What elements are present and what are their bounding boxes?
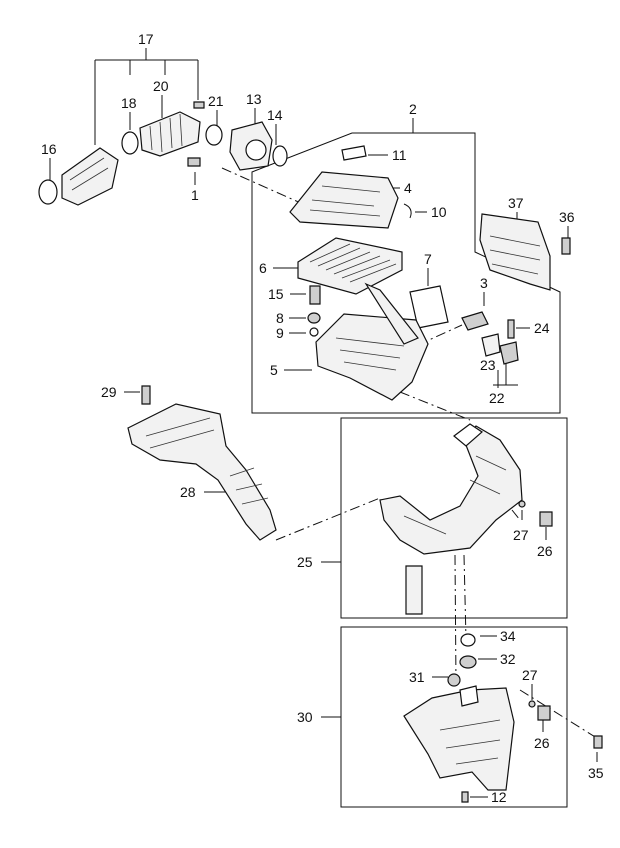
callout-4: 4 [404,180,412,196]
callout-23: 23 [480,357,496,373]
grommet-8 [307,312,321,324]
clip-10 [403,203,412,219]
air-cleaner-body-5 [315,313,429,401]
grommet-32 [459,655,477,669]
callout-27a: 27 [513,527,529,543]
hose-clamp-16 [38,179,58,205]
grommet-34 [460,633,476,647]
callout-labels: 17 20 18 21 13 14 16 1 2 11 4 10 37 36 6… [41,31,604,805]
callout-32: 32 [500,651,516,667]
intake-duct-adapter [61,147,119,206]
callout-21: 21 [208,93,224,109]
bolt-35 [593,735,603,749]
mount-22 [499,341,519,365]
callout-10: 10 [431,204,447,220]
resonator-inlet [453,423,483,447]
hose-clamp-18 [121,131,139,155]
bracket-3 [461,311,489,331]
label-11 [341,145,367,161]
bolt-27a [518,500,526,508]
callout-14: 14 [267,107,283,123]
o-ring-14 [272,145,288,167]
gasket-7 [409,285,449,329]
bolt-17 [193,101,205,109]
grommet-26b [537,705,551,721]
bolt-29 [141,385,151,405]
collar-9 [309,327,319,337]
callout-13: 13 [246,91,262,107]
callout-30: 30 [297,709,313,725]
bolt-1 [187,157,201,167]
callout-6: 6 [259,260,267,276]
callout-20: 20 [153,78,169,94]
hose-clamp-21 [205,124,223,146]
callout-9: 9 [276,325,284,341]
leader-lines [49,48,598,798]
bolt-36 [561,237,571,255]
bolt-27b [528,700,536,708]
callout-34: 34 [500,628,516,644]
cap-31 [447,673,461,687]
reservoir-neck [459,685,479,707]
callout-27b: 27 [522,667,538,683]
air-cleaner-snorkel [364,282,419,345]
intake-hose-20 [139,111,201,157]
reservoir-30 [403,687,515,791]
callout-11: 11 [392,147,407,163]
clip-12 [461,791,469,803]
air-guide-28 [127,403,277,541]
callout-29: 29 [101,384,117,400]
callout-15: 15 [268,286,284,302]
callout-35: 35 [588,765,604,781]
callout-36: 36 [559,209,575,225]
callout-2: 2 [409,101,417,117]
callout-26b: 26 [534,735,550,751]
bolt-24 [507,319,515,339]
resonator-assembly-box [340,417,568,619]
callout-37: 37 [508,195,524,211]
callout-8: 8 [276,310,284,326]
callout-1: 1 [191,187,199,203]
callout-26a: 26 [537,543,553,559]
mount-23 [481,333,501,357]
callout-25: 25 [297,554,313,570]
callout-5: 5 [270,362,278,378]
air-filter-6 [297,237,403,295]
bracket-37 [479,213,551,291]
callout-28: 28 [180,484,196,500]
callout-31: 31 [409,669,425,685]
callout-16: 16 [41,141,57,157]
callout-24: 24 [534,320,550,336]
air-cleaner-cover-4 [289,171,399,229]
callout-17: 17 [138,31,154,47]
bolt-15 [309,285,321,305]
drain-tube [405,565,423,615]
callout-7: 7 [424,251,432,267]
callout-3: 3 [480,275,488,291]
callout-12: 12 [491,789,507,805]
grommet-26a [539,511,553,527]
resonator-25 [379,425,523,555]
callout-18: 18 [121,95,137,111]
callout-22: 22 [489,390,505,406]
